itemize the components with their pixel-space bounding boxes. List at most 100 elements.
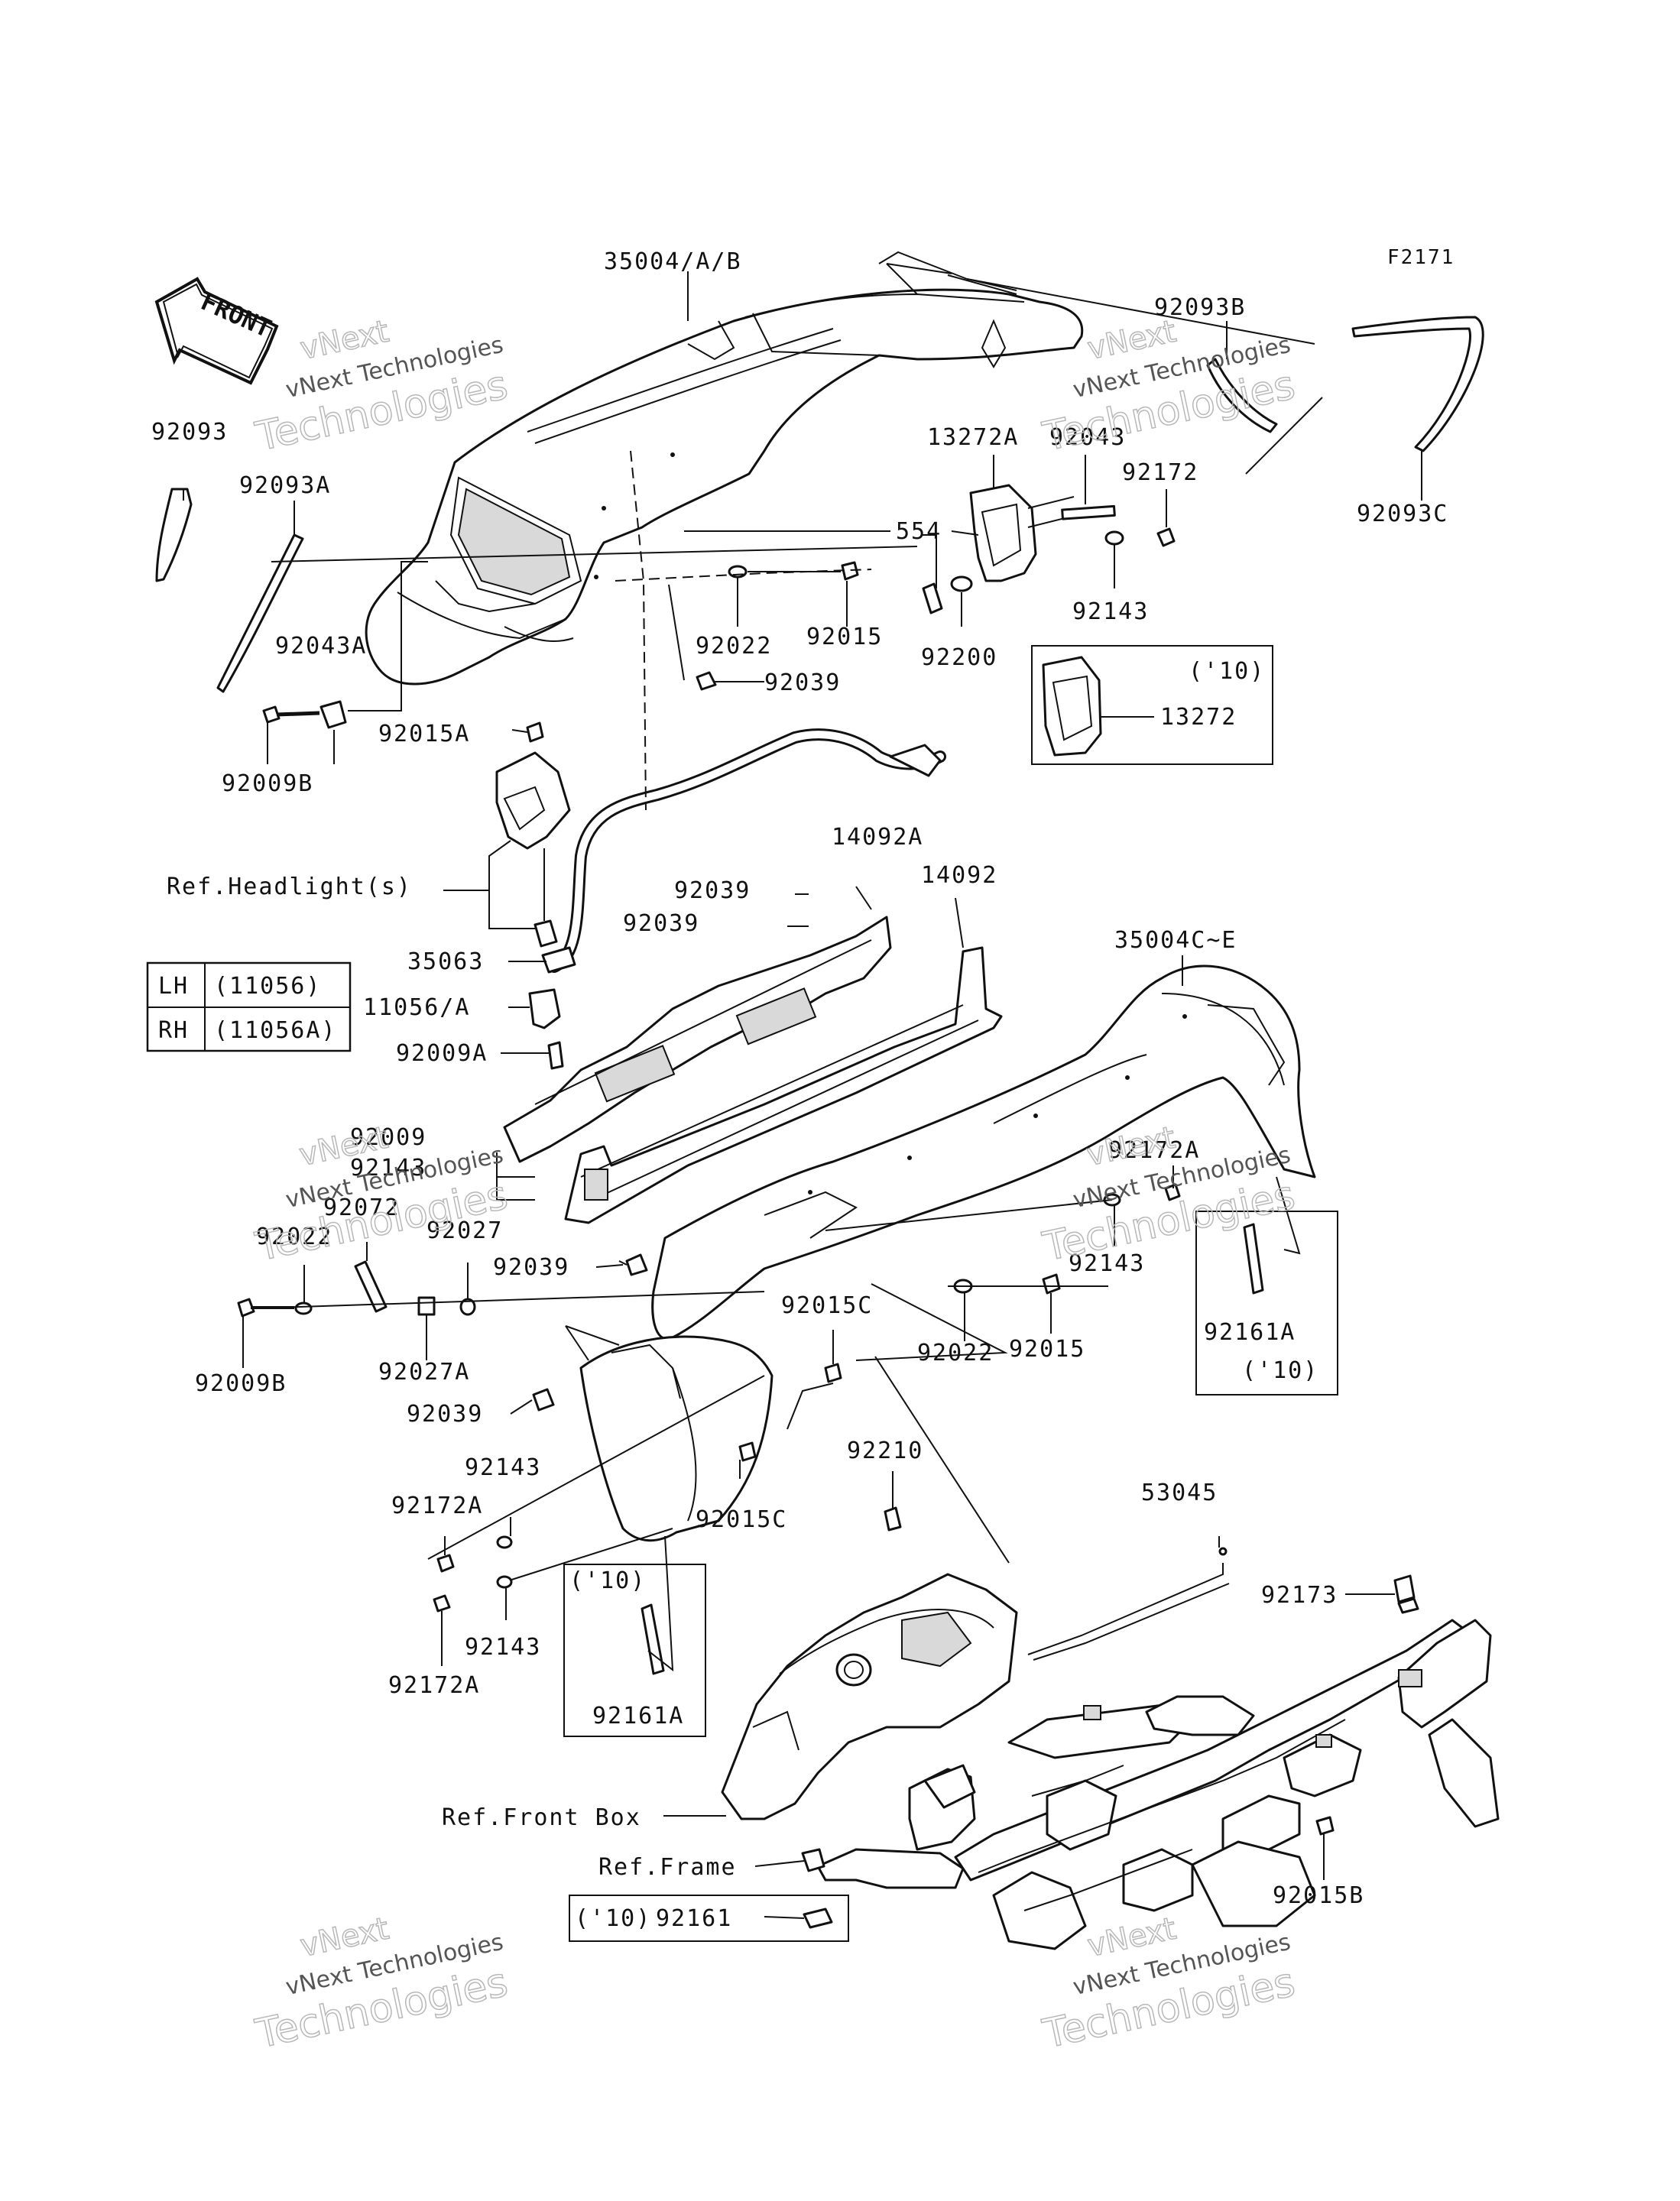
lh-rh-table: LH (11056) RH (11056A) [146,961,352,1052]
screw-92172 [1156,527,1176,547]
screw-92172A-low2 [433,1594,451,1613]
label-14092A: 14092A [832,824,923,851]
label-92172A-low1: 92172A [391,1493,483,1519]
label-92009B-top: 92009B [222,770,313,797]
label-92039-mid: 92039 [493,1254,569,1281]
nut-92015B [1315,1816,1335,1836]
screw-92172A-low1 [436,1554,455,1573]
year-label-92161A-right: ('10) [1242,1357,1318,1384]
label-92027A: 92027A [378,1359,470,1386]
label-92093B: 92093B [1154,294,1246,321]
bolt-92043 [1061,504,1116,520]
table-row-rh-side: RH [158,1017,189,1044]
clip-92039-low [532,1388,555,1412]
label-92143-right: 92143 [1069,1250,1145,1277]
label-92039-a: 92039 [674,877,751,904]
washer-92143-top [1104,530,1124,546]
trim-strip-92093A [216,533,304,693]
screw-92172A-right [1164,1183,1181,1201]
label-92039-top: 92039 [764,669,841,696]
clip-554 [922,582,943,614]
lower-fender-part [651,964,1316,1340]
frame-part [801,1619,1500,1950]
clip-92039-top [696,671,717,691]
label-92015-top: 92015 [806,624,883,650]
panel-14092A [503,916,892,1163]
label-554: 554 [896,518,942,545]
year-box-92161 [569,1895,849,1942]
label-92015-mid: 92015 [1009,1336,1085,1363]
watermark-bottom-left: vNext Technologies vNext Technologies [251,1911,512,2058]
table-row-lh-side: LH [158,973,189,1000]
front-box-part [721,1506,1018,1820]
washer-92022-top [728,565,748,579]
label-53045: 53045 [1141,1480,1218,1506]
bolt-92009B-top [262,705,320,724]
label-92009A: 92009A [396,1040,488,1067]
label-92015C-b: 92015C [696,1506,787,1533]
part-labels: F2171 35004/A/B 92093B 92093 92093A 9209… [151,246,1455,1932]
trim-strip-92093C [1351,316,1484,452]
label-ref-headlight: Ref.Headlight(s) [167,874,412,900]
label-92015B: 92015B [1273,1882,1364,1909]
leader-lines-mid [253,1199,1113,1583]
leader-lines [183,271,1422,1919]
label-13272: 13272 [1160,704,1237,731]
label-92093C: 92093C [1357,501,1448,527]
label-92022-mid: 92022 [917,1340,994,1366]
label-92027: 92027 [426,1217,503,1244]
label-92072: 92072 [323,1195,400,1221]
label-92039-low: 92039 [407,1401,483,1428]
label-92039-b: 92039 [623,910,699,937]
collar-92027A [417,1296,436,1316]
label-92172: 92172 [1122,459,1198,486]
label-92009: 92009 [350,1124,426,1151]
cable-53045 [1027,1547,1230,1661]
label-92093A: 92093A [239,472,331,499]
label-92022-top: 92022 [696,633,772,660]
nut-92015-mid [1042,1273,1061,1295]
label-92022-left: 92022 [256,1224,332,1250]
nut-92015-top [841,561,859,581]
watermark-top-left: vNext Technologies vNext Technologies [251,313,512,461]
strip-92161A-right [1243,1223,1264,1295]
strip-92161A-low [641,1603,665,1675]
label-92093: 92093 [151,419,228,446]
figure-code: F2171 [1387,246,1455,269]
year-label-92161: ('10) [575,1905,651,1932]
year-box-13272 [1031,645,1273,765]
trim-strip-92093 [155,488,193,582]
clip-92039-mid [625,1253,648,1276]
washer-92143-low2 [496,1575,513,1589]
trim-strip-92093B [1206,358,1278,433]
headlight-bracket [495,751,571,948]
label-92172A-low2: 92172A [388,1672,480,1699]
label-ref-front-box: Ref.Front Box [442,1804,641,1831]
label-14092: 14092 [921,862,997,889]
washer-92022-left [294,1301,313,1315]
label-92200: 92200 [921,644,997,671]
nut-92015C-b [738,1441,757,1462]
reference-dashed-lines [615,450,872,811]
front-arrow-icon: FRONT [154,277,279,385]
table-row-rh-part: (11056A) [214,1017,337,1044]
label-92143-top: 92143 [1072,598,1149,625]
label-92015A: 92015A [378,721,470,747]
label-92173: 92173 [1261,1582,1338,1609]
collar-92043A [319,700,347,729]
label-92043: 92043 [1049,424,1126,451]
year-box-92161A-low [563,1535,706,1737]
brace-lines [878,251,1323,475]
upper-fender-part [365,263,1084,686]
panel-14092 [564,946,1003,1224]
label-92161A-right: 92161A [1204,1319,1296,1346]
label-35063: 35063 [407,948,484,975]
tube-35063 [541,728,946,974]
year-box-92161A-right [1195,1176,1338,1395]
label-92143-low1: 92143 [465,1454,541,1481]
washer-92143-low1 [496,1535,513,1549]
label-92210: 92210 [847,1438,923,1464]
label-ref-frame: Ref.Frame [598,1854,737,1881]
